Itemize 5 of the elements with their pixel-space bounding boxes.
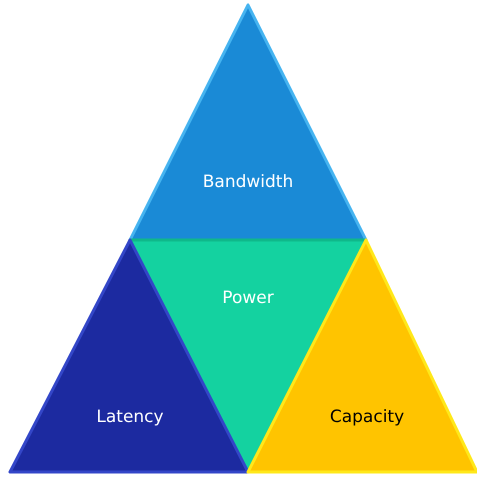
segment-label: Capacity bbox=[330, 407, 404, 427]
segment-label: Latency bbox=[96, 407, 164, 427]
segment-label: Bandwidth bbox=[202, 172, 294, 192]
segment-label: Power bbox=[222, 288, 274, 308]
triangle-segment bbox=[130, 5, 366, 240]
